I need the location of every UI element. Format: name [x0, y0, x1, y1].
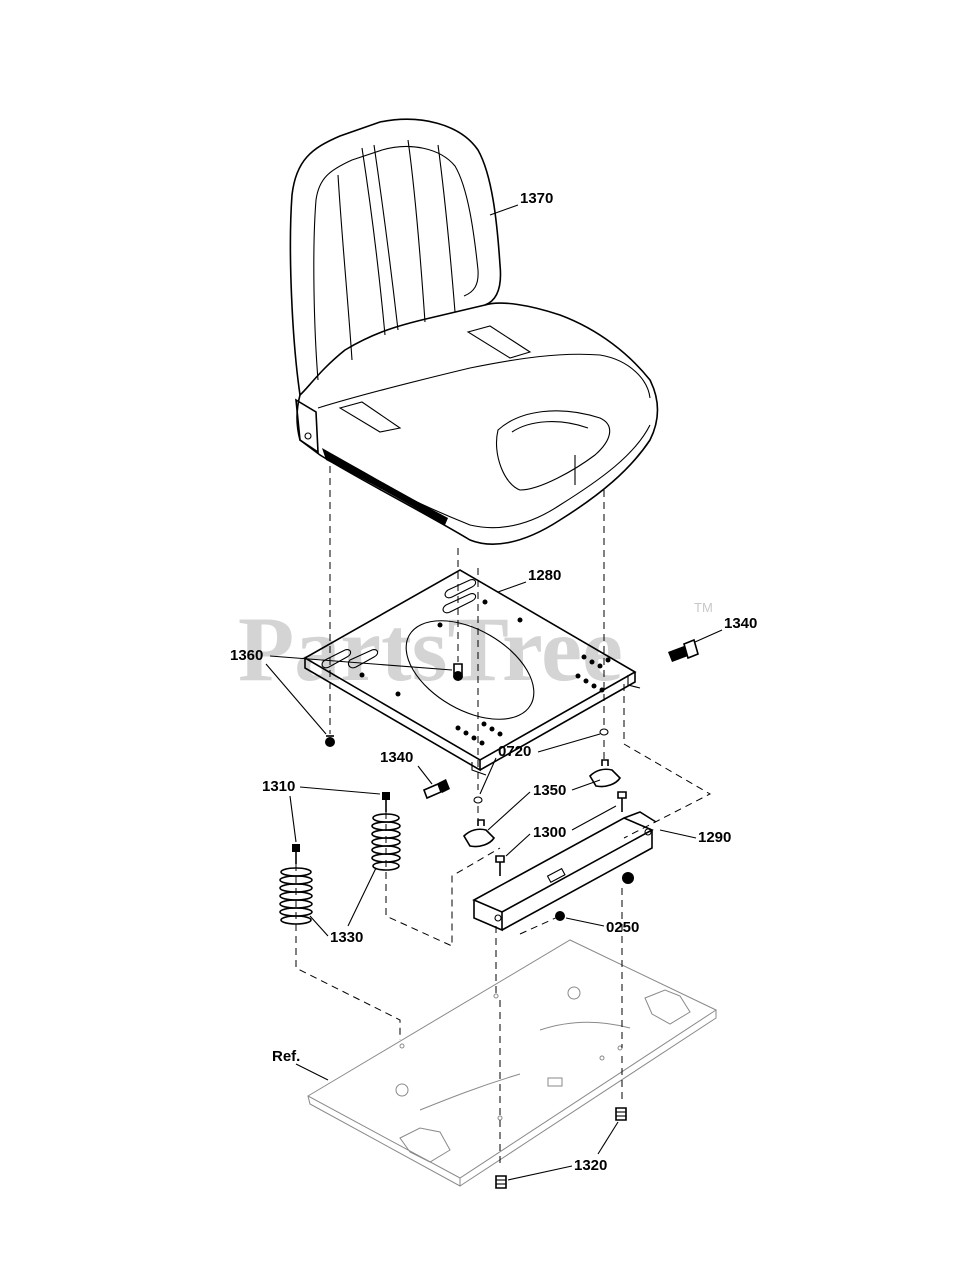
- seat-1370[interactable]: [289, 118, 659, 545]
- bolt-1300-left[interactable]: [495, 855, 505, 876]
- callout-ref: Ref.: [272, 1048, 300, 1065]
- rail-bracket-1290[interactable]: [472, 811, 657, 932]
- callout-1350: 1350: [533, 782, 566, 799]
- seat-plate-1280[interactable]: [303, 569, 641, 776]
- washer-0720[interactable]: [473, 728, 609, 804]
- watermark-text: PartsTree: [238, 598, 623, 700]
- frame-reference: [306, 939, 718, 1187]
- stud-1360-top[interactable]: [453, 663, 463, 681]
- callout-1330: 1330: [330, 929, 363, 946]
- nut-1360-bottom[interactable]: [325, 735, 335, 747]
- callout-0250: 0250: [606, 919, 639, 936]
- knob-1350-right[interactable]: [588, 759, 622, 788]
- alignment-lines: [295, 466, 712, 1168]
- callout-0720: 0720: [498, 743, 531, 760]
- callout-1280: 1280: [528, 567, 561, 584]
- watermark-trademark: TM: [694, 600, 713, 615]
- callout-1320: 1320: [574, 1157, 607, 1174]
- knob-1350-left[interactable]: [462, 819, 496, 848]
- screw-1340-right[interactable]: [668, 638, 699, 662]
- callout-1360: 1360: [230, 647, 263, 664]
- foot-1320[interactable]: [495, 1107, 627, 1189]
- callout-1300: 1300: [533, 824, 566, 841]
- callout-1370: 1370: [520, 190, 553, 207]
- callout-1340-left: 1340: [380, 749, 413, 766]
- nut-0250[interactable]: [555, 872, 634, 921]
- callout-1310: 1310: [262, 778, 295, 795]
- watermark: PartsTree TM: [238, 598, 713, 700]
- screw-1310[interactable]: [292, 792, 390, 864]
- bolt-1300-right[interactable]: [617, 791, 627, 812]
- screw-1340-left[interactable]: [422, 779, 450, 800]
- callout-1290: 1290: [698, 829, 731, 846]
- callout-1340-right: 1340: [724, 615, 757, 632]
